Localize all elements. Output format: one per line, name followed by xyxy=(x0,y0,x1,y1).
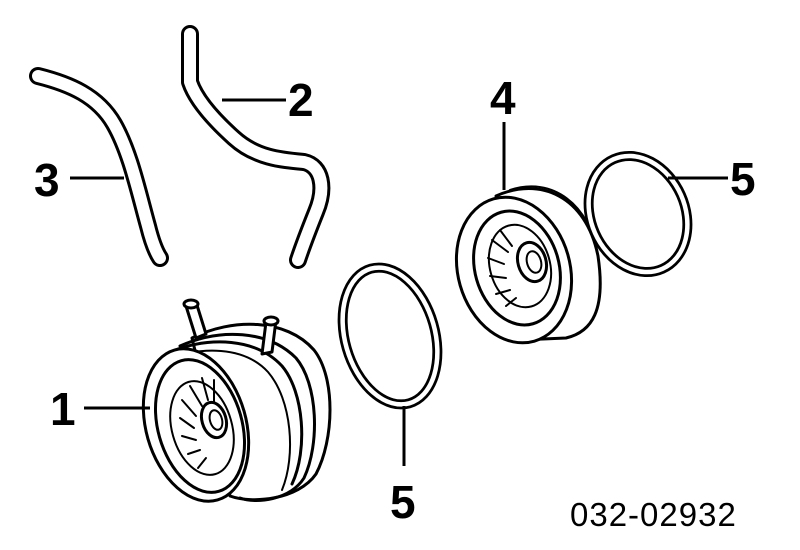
callout-4: 4 xyxy=(490,72,516,124)
hose-part-2 xyxy=(181,25,331,269)
callout-1: 1 xyxy=(50,383,76,435)
element-part-4 xyxy=(454,185,602,345)
element-fins xyxy=(487,223,553,309)
oil-cooler-fins xyxy=(169,377,235,476)
diagram-part-number: 032-02932 xyxy=(570,496,737,533)
callout-5-bottom: 5 xyxy=(390,476,416,528)
leader-lines xyxy=(70,98,728,466)
callout-5-top: 5 xyxy=(730,153,756,205)
o-ring-part-5-bottom xyxy=(337,262,443,410)
oil-cooler-part-1 xyxy=(141,298,332,503)
o-ring-part-5-top xyxy=(583,150,693,278)
callout-3: 3 xyxy=(34,154,60,206)
hose-part-3 xyxy=(29,67,169,267)
callout-2: 2 xyxy=(288,74,314,126)
